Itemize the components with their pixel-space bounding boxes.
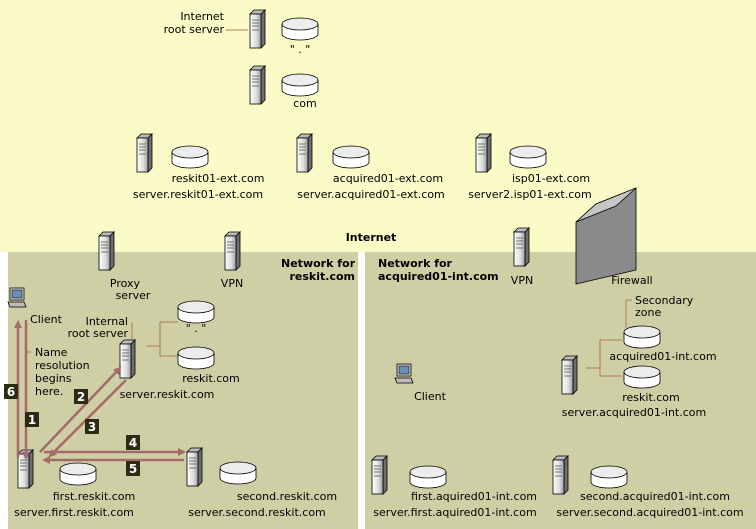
reskit-zone-label: reskit.com — [182, 372, 240, 385]
acquired-ext-zone-icon — [332, 145, 370, 169]
internal-root-zone-icon — [177, 300, 215, 324]
reskit-vpn-label: VPN — [221, 277, 243, 290]
proxy-server-label-2: server — [116, 289, 151, 302]
reskit-ext-server-icon — [136, 133, 153, 173]
acquired-server-icon — [561, 355, 578, 395]
svg-text:5: 5 — [129, 462, 137, 476]
secondary-zone-label-1: Secondary — [635, 294, 694, 307]
note-line-2: resolution — [35, 359, 90, 372]
acquired-server-label: server.acquired01-int.com — [562, 406, 706, 419]
acquired-zone-label: acquired01-int.com — [609, 350, 716, 363]
proxy-server-icon — [98, 231, 115, 271]
isp-ext-zone-icon — [509, 145, 547, 169]
reskit-ext-zone-icon — [171, 145, 209, 169]
step-badge-4: 4 — [126, 435, 140, 450]
acquired-vpn-icon — [513, 227, 530, 267]
acquired-reskit-zone-label: reskit.com — [622, 391, 680, 404]
acquired-first-server-icon — [371, 455, 388, 495]
acquired-second-server-icon — [552, 455, 569, 495]
reskit-network-title-2: reskit.com — [290, 270, 356, 283]
svg-text:4: 4 — [129, 436, 137, 450]
acquired-second-zone-label: second.acquired01-int.com — [580, 490, 730, 503]
reskit-vpn-icon — [224, 231, 241, 271]
acquired-zone-icon — [623, 325, 661, 349]
acquired-ext-zone-label: acquired01-ext.com — [333, 172, 443, 185]
internal-root-label-2: root server — [68, 327, 129, 340]
step-badge-2: 2 — [74, 389, 88, 404]
svg-text:6: 6 — [7, 385, 15, 399]
reskit-client-icon — [7, 287, 27, 308]
internet-root-server-icon — [249, 9, 266, 49]
reskit-client-label: Client — [30, 313, 63, 326]
internet-root-label-1: Internet — [180, 10, 224, 23]
note-line-4: here. — [35, 385, 63, 398]
reskit-network-title-1: Network for — [281, 257, 356, 270]
acquired-network-title-1: Network for — [378, 257, 453, 270]
note-line-1: Name — [35, 346, 68, 359]
acquired-reskit-zone-icon — [623, 365, 661, 389]
step-badge-5: 5 — [126, 461, 140, 476]
root-zone-icon — [281, 17, 319, 41]
isp-ext-server-label: server2.isp01-ext.com — [468, 188, 591, 201]
acquired-second-zone-icon — [590, 465, 628, 489]
acquired-first-zone-label: first.aquired01-int.com — [411, 490, 537, 503]
root-zone-label: " . " — [290, 43, 311, 56]
step-badge-3: 3 — [85, 419, 99, 434]
second-server-icon — [186, 447, 203, 487]
svg-text:2: 2 — [77, 390, 85, 404]
com-zone-label: com — [293, 97, 317, 110]
second-zone-icon — [219, 461, 257, 485]
acquired-client-label: Client — [414, 390, 447, 403]
proxy-server-label-1: Proxy — [110, 277, 141, 290]
svg-text:3: 3 — [88, 420, 96, 434]
step-badge-6: 6 — [4, 384, 18, 399]
first-server-label: server.first.reskit.com — [14, 506, 134, 519]
first-zone-label: first.reskit.com — [53, 490, 136, 503]
step-badge-1: 1 — [25, 412, 39, 427]
reskit-server-icon — [119, 339, 136, 379]
internet-region — [0, 0, 756, 252]
acquired-network-title-2: acquired01-int.com — [378, 270, 499, 283]
svg-text:1: 1 — [28, 413, 36, 427]
first-zone-icon — [59, 462, 97, 486]
com-server-icon — [249, 65, 266, 105]
com-zone-icon — [281, 73, 319, 97]
acquired-vpn-label: VPN — [511, 274, 533, 287]
internet-label: Internet — [346, 231, 397, 244]
acquired-first-zone-icon — [409, 465, 447, 489]
internal-root-label-1: Internal — [86, 315, 128, 328]
firewall-top-face — [575, 187, 637, 223]
internet-root-label-2: root server — [164, 23, 225, 36]
reskit-zone-icon — [177, 346, 215, 370]
reskit-server-label: server.reskit.com — [120, 388, 215, 401]
isp-ext-zone-label: isp01-ext.com — [512, 172, 590, 185]
reskit-ext-server-label: server.reskit01-ext.com — [133, 188, 263, 201]
reskit-ext-zone-label: reskit01-ext.com — [172, 172, 265, 185]
second-zone-label: second.reskit.com — [237, 490, 337, 503]
note-line-3: begins — [35, 372, 72, 385]
acquired-first-server-label: server.first.aquired01-int.com — [373, 506, 536, 519]
acquired-client-icon — [394, 363, 414, 384]
acquired-second-server-label: server.second.acquired01-int.com — [556, 506, 743, 519]
internal-root-zone-label: " . " — [186, 322, 207, 335]
arrow-step-3 — [48, 379, 127, 458]
acquired-ext-server-icon — [296, 133, 313, 173]
firewall-label: Firewall — [611, 274, 652, 287]
acquired-ext-server-label: server.acquired01-ext.com — [297, 188, 445, 201]
arrow-step-2 — [39, 366, 122, 453]
secondary-zone-label-2: zone — [635, 306, 661, 319]
isp-ext-server-icon — [475, 133, 492, 173]
second-server-label: server.second.reskit.com — [188, 506, 326, 519]
